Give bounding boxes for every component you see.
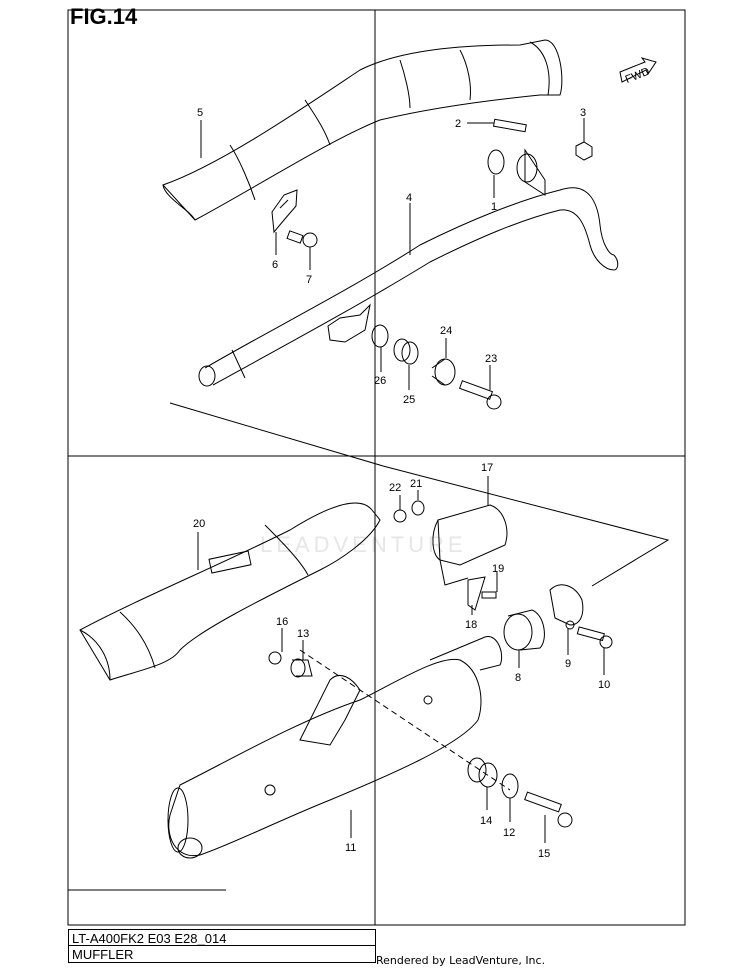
part-26-washer	[371, 324, 389, 348]
callout-numbers: 5 2 3 1 4 6 7 24 23 26 25 17 20 22 21 18…	[193, 66, 651, 860]
callout-26[interactable]: 26	[374, 375, 386, 387]
watermark-text: LEADVENTURE	[260, 532, 467, 557]
part-10-bolt	[576, 626, 613, 649]
part-17-cover	[432, 504, 508, 586]
leader-lines	[197, 118, 605, 843]
part-16-nut	[268, 651, 282, 665]
part-19-screw	[481, 591, 497, 599]
part-14-bushing	[467, 757, 498, 788]
part-9-clamp	[549, 584, 584, 630]
assembly-guide-dashed	[299, 649, 511, 791]
part-11-muffler	[167, 636, 503, 859]
callout-6[interactable]: 6	[272, 259, 278, 271]
callout-11[interactable]: 11	[345, 842, 356, 854]
model-code-label: LT-A400FK2 E03 E28_014	[68, 929, 376, 946]
part-2-stud-bolt	[492, 118, 527, 133]
callout-13[interactable]: 13	[297, 628, 309, 640]
callout-9[interactable]: 9	[565, 658, 571, 670]
callout-2[interactable]: 2	[455, 118, 461, 130]
figure-title: FIG.14	[70, 4, 138, 29]
callout-8[interactable]: 8	[515, 672, 521, 684]
part-18-bracket	[467, 576, 486, 611]
diagram-frame	[67, 9, 686, 926]
section-name-label: MUFFLER	[68, 946, 376, 963]
callout-23[interactable]: 23	[485, 353, 497, 365]
callout-21[interactable]: 21	[410, 478, 422, 490]
part-4-exhaust-pipe	[198, 148, 619, 387]
assembly-guide-line	[169, 402, 670, 587]
part-24-collar	[431, 358, 456, 386]
part-25-bushing	[393, 338, 419, 365]
callout-16[interactable]: 16	[276, 616, 288, 628]
callout-24[interactable]: 24	[440, 325, 452, 337]
part-8-bushing	[503, 609, 545, 651]
credit-text: Rendered by LeadVenture, Inc.	[376, 954, 546, 967]
callout-1[interactable]: 1	[491, 201, 497, 213]
part-3-nut	[575, 141, 593, 161]
part-21-washer	[411, 500, 425, 516]
part-5-upper-heat-shield	[162, 39, 563, 221]
callout-12[interactable]: 12	[503, 827, 515, 839]
callout-3[interactable]: 3	[580, 107, 586, 119]
part-7-bolt	[286, 230, 318, 248]
part-22-nut	[393, 509, 407, 523]
callout-19[interactable]: 19	[492, 563, 504, 575]
callout-14[interactable]: 14	[480, 815, 492, 827]
part-13-collar	[290, 658, 313, 678]
callout-17[interactable]: 17	[481, 462, 493, 474]
part-1-gasket	[487, 149, 505, 175]
callout-4[interactable]: 4	[406, 192, 412, 204]
callout-22[interactable]: 22	[389, 482, 401, 494]
callout-10[interactable]: 10	[598, 679, 610, 691]
callout-18[interactable]: 18	[465, 619, 477, 631]
callout-25[interactable]: 25	[403, 394, 415, 406]
callout-15[interactable]: 15	[538, 848, 550, 860]
part-20-lower-heat-shield	[79, 502, 381, 681]
fwd-arrow-icon	[619, 57, 657, 83]
part-23-bolt	[458, 380, 502, 410]
callout-5[interactable]: 5	[197, 107, 203, 119]
callout-20[interactable]: 20	[193, 518, 205, 530]
part-15-bolt	[524, 791, 573, 828]
callout-7[interactable]: 7	[306, 274, 312, 286]
part-6-bracket	[271, 189, 298, 234]
